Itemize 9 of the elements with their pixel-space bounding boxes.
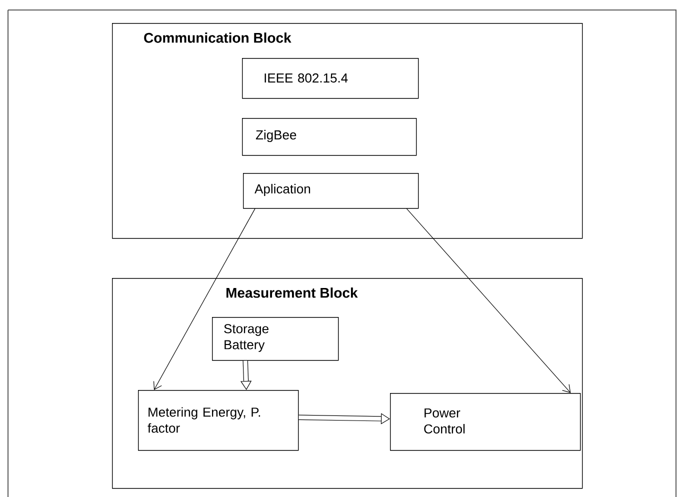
process-box: Storage Battery	[212, 316, 339, 361]
process-box: Aplication	[243, 173, 419, 209]
arrow	[406, 208, 571, 393]
process-box: Metering Energy, P. factor	[138, 390, 299, 451]
process-box: Power Control	[390, 393, 581, 451]
process-box: ZigBee	[242, 118, 417, 156]
arrow	[153, 208, 256, 390]
process-box: IEEE 802.15.4	[242, 58, 419, 99]
arrow	[298, 413, 390, 424]
